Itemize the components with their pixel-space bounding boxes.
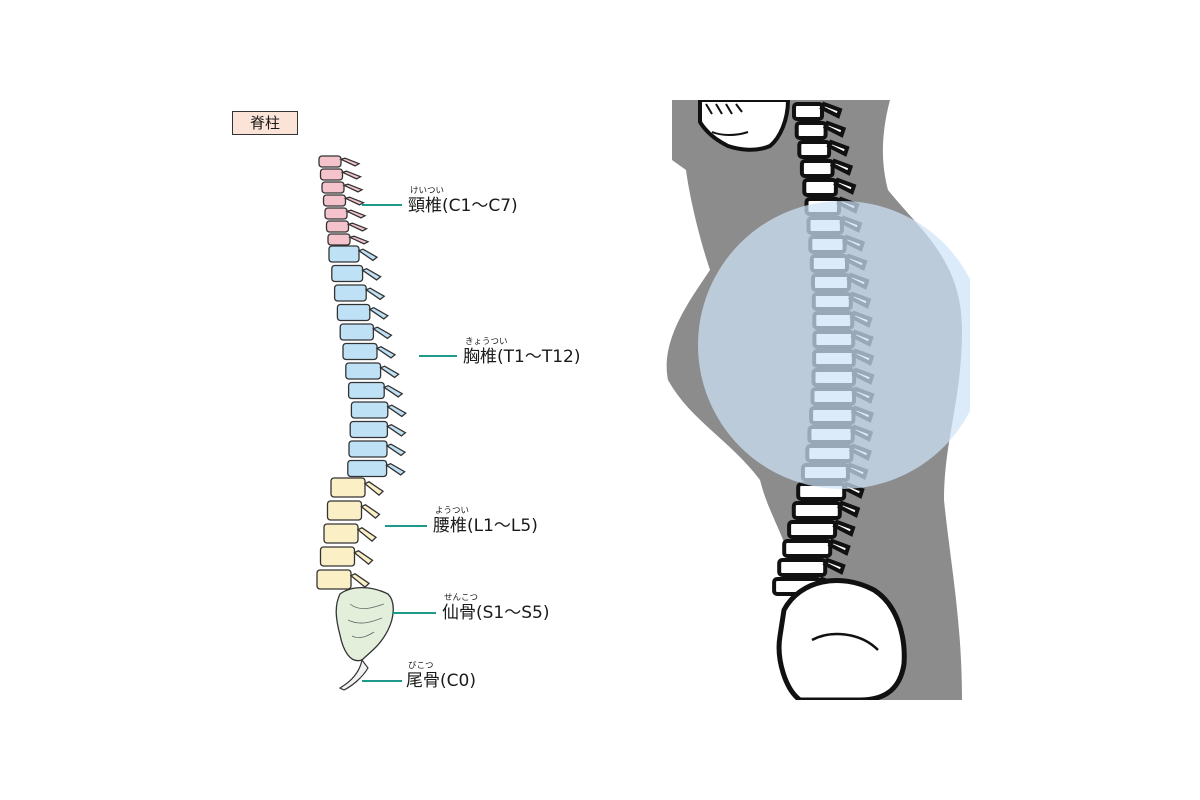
label-cervical-ruby: けいつい	[410, 186, 445, 196]
thoracic-spinous-process	[361, 267, 382, 281]
label-sacrum-ruby: せんこつ	[444, 593, 479, 603]
thoracic-vertebra	[350, 401, 389, 419]
thoracic-vertebra	[345, 362, 382, 380]
side-vertebra	[802, 178, 838, 197]
label-cervical: けいつい 頸椎(C1〜C7)	[408, 186, 518, 216]
cervical-spinous-process	[343, 196, 366, 206]
thoracic-vertebra	[348, 440, 388, 458]
label-lumbar-text: 腰椎(L1〜L5)	[433, 516, 538, 536]
thoracic-vertebra	[342, 342, 378, 361]
side-spinous-process	[833, 177, 857, 195]
side-spinous-process	[832, 519, 856, 537]
cervical-vertebra	[327, 233, 351, 246]
label-sacrum: せんこつ 仙骨(S1〜S5)	[442, 593, 549, 623]
side-spinous-process	[829, 158, 854, 176]
cervical-vertebra	[321, 181, 345, 194]
side-vertebra	[787, 520, 838, 539]
label-lumbar-ruby: ようつい	[435, 506, 470, 516]
cervical-vertebra	[322, 194, 347, 207]
cervical-leader-line	[362, 204, 402, 206]
label-thoracic: きょうつい 胸椎(T1〜T12)	[463, 337, 580, 367]
cervical-vertebra	[324, 207, 348, 220]
label-coccyx-text: 尾骨(C0)	[406, 671, 476, 691]
sacrum-leader-line	[392, 612, 436, 614]
side-vertebra	[794, 121, 828, 140]
cervical-spinous-process	[342, 183, 364, 193]
thoracic-spinous-process	[368, 306, 389, 320]
thoracic-spinous-process	[379, 365, 400, 379]
cervical-spinous-process	[346, 222, 369, 232]
label-coccyx: びこつ 尾骨(C0)	[406, 661, 476, 691]
lumbar-spinous-process	[349, 573, 371, 588]
side-vertebra	[792, 102, 824, 121]
cervical-vertebra	[319, 168, 344, 181]
thoracic-leader-line	[419, 355, 457, 357]
label-thoracic-text: 胸椎(T1〜T12)	[463, 347, 581, 367]
thoracic-vertebra	[339, 323, 375, 341]
cervical-spinous-process	[339, 157, 361, 167]
side-vertebra	[797, 140, 832, 159]
thoracic-vertebra	[347, 381, 385, 400]
side-spinous-process	[827, 538, 851, 556]
side-vertebra	[782, 539, 833, 558]
coccyx-shape	[338, 658, 369, 691]
thoracic-spinous-process	[382, 384, 404, 398]
cervical-spinous-process	[348, 235, 370, 245]
thoracic-spinous-process	[364, 287, 386, 301]
thoracic-spinous-process	[386, 404, 407, 418]
label-lumbar: ようつい 腰椎(L1〜L5)	[433, 506, 538, 536]
thoracic-spinous-process	[385, 462, 406, 476]
thoracic-vertebra	[336, 303, 371, 322]
thoracic-spinous-process	[375, 345, 397, 359]
lumbar-vertebra	[330, 477, 366, 498]
cervical-spinous-process	[345, 209, 367, 219]
cervical-vertebra	[318, 155, 342, 168]
lumbar-spinous-process	[356, 527, 378, 542]
lumbar-vertebra	[319, 546, 356, 567]
cervical-vertebra	[325, 220, 350, 233]
side-vertebra	[799, 159, 835, 178]
lumbar-vertebra	[323, 523, 359, 544]
coccyx-leader-line	[362, 680, 402, 682]
label-sacrum-text: 仙骨(S1〜S5)	[442, 603, 550, 623]
lumbar-spinous-process	[353, 550, 374, 565]
side-vertebra	[791, 501, 842, 520]
side-spinous-process	[837, 500, 861, 518]
label-thoracic-ruby: きょうつい	[465, 337, 508, 347]
lumbar-leader-line	[385, 525, 427, 527]
label-coccyx-ruby: びこつ	[408, 661, 434, 671]
thoracic-vertebra	[333, 284, 367, 302]
lumbar-vertebra	[326, 500, 363, 521]
thoracic-vertebra	[347, 459, 388, 478]
thoracic-highlight-circle	[698, 201, 970, 489]
side-spinous-process	[822, 557, 846, 575]
label-cervical-text: 頸椎(C1〜C7)	[408, 196, 518, 216]
thoracic-spinous-process	[385, 443, 407, 457]
side-spinous-process	[819, 101, 843, 119]
pelvis	[776, 577, 907, 700]
thoracic-spinous-process	[386, 423, 407, 437]
thoracic-spinous-process	[357, 248, 379, 262]
side-spinous-process	[822, 120, 847, 138]
lumbar-spinous-process	[360, 504, 381, 519]
cervical-spinous-process	[340, 170, 363, 180]
thoracic-vertebra	[328, 245, 360, 263]
thoracic-vertebra	[331, 264, 364, 283]
thoracic-vertebra	[349, 420, 389, 439]
lumbar-vertebra	[316, 569, 352, 590]
side-spinous-process	[826, 139, 850, 157]
side-vertebra	[777, 558, 828, 577]
diagram-title: 脊柱	[232, 111, 298, 135]
lumbar-spinous-process	[363, 481, 385, 496]
thoracic-spinous-process	[372, 326, 393, 340]
